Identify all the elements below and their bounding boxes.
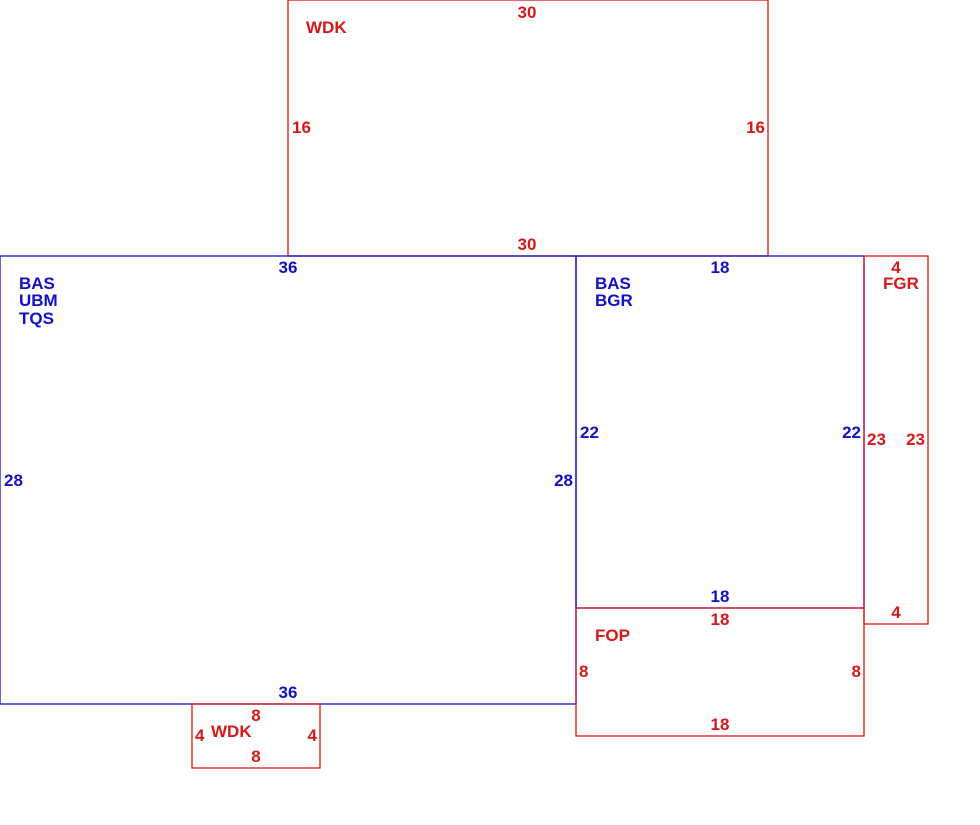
wdk-top-dim-top: 30: [518, 3, 537, 22]
fop-dim-top: 18: [711, 610, 730, 629]
bas-main-dim-top: 36: [279, 258, 298, 277]
fgr-dim-top: 4: [891, 258, 901, 277]
fop-dim-left: 8: [579, 662, 588, 681]
area-wdk-small: WDK 8 8 4 4: [191, 703, 321, 769]
wdk-small-label: WDK: [211, 722, 252, 741]
fop-outline: [575, 607, 865, 737]
bas-right-dim-right: 22: [842, 423, 861, 442]
wdk-top-dim-left: 16: [292, 118, 311, 137]
bas-right-dim-left: 22: [580, 423, 599, 442]
bas-main-label-1: BAS: [19, 274, 55, 293]
fgr-dim-left: 23: [867, 430, 886, 449]
fop-dim-bottom: 18: [711, 715, 730, 734]
wdk-small-dim-top: 8: [251, 706, 260, 725]
bas-right-label-2: BGR: [595, 291, 633, 310]
wdk-top-dim-right: 16: [746, 118, 765, 137]
wdk-top-label: WDK: [306, 18, 347, 37]
bas-right-dim-top: 18: [711, 258, 730, 277]
bas-main-label-3: TQS: [19, 309, 54, 328]
wdk-small-outline: [191, 703, 321, 769]
area-fgr: FGR 4 4 23 23: [863, 255, 929, 625]
area-wdk-top: WDK 30 30 16 16: [287, 0, 769, 257]
area-fop: FOP 18 18 8 8: [575, 607, 865, 737]
bas-main-dim-bottom: 36: [279, 683, 298, 702]
wdk-small-dim-left: 4: [195, 726, 205, 745]
wdk-small-dim-bottom: 8: [251, 747, 260, 766]
bas-right-label-1: BAS: [595, 274, 631, 293]
fgr-outline: [863, 255, 929, 625]
bas-main-outline: [0, 255, 577, 705]
wdk-top-outline: [287, 0, 769, 257]
bas-right-dim-bottom: 18: [711, 587, 730, 606]
wdk-top-dim-bottom: 30: [518, 235, 537, 254]
bas-main-dim-right: 28: [554, 471, 573, 490]
fgr-dim-right: 23: [906, 430, 925, 449]
bas-main-dim-left: 28: [4, 471, 23, 490]
area-bas-main: BAS UBM TQS 36 36 28 28: [0, 255, 577, 705]
bas-main-label-2: UBM: [19, 291, 58, 310]
fgr-label: FGR: [883, 274, 919, 293]
fop-label: FOP: [595, 626, 630, 645]
fop-dim-right: 8: [852, 662, 861, 681]
wdk-small-dim-right: 4: [308, 726, 318, 745]
fgr-dim-bottom: 4: [891, 603, 901, 622]
area-bas-right: BAS BGR 18 18 22 22: [575, 255, 865, 609]
